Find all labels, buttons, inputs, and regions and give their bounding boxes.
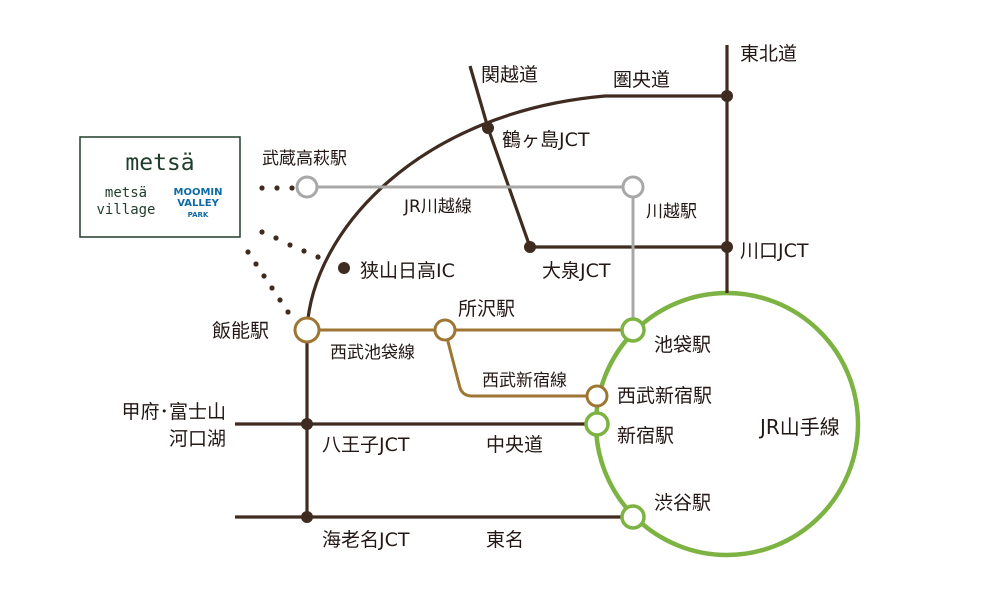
seibu-shinjuku-line-label: 西武新宿線 <box>482 371 567 391</box>
ikebukuro-station-marker <box>620 317 646 343</box>
kawagoe-station-marker <box>621 175 645 199</box>
moomin-text-3: PARK <box>188 211 209 219</box>
sayama-hidaka-ic-marker <box>338 262 350 274</box>
moomin-text-1: MOOMIN <box>174 187 223 198</box>
hachioji-jct-label: 八王子JCT <box>322 434 410 456</box>
kofu-fuji-label-2: 河口湖 <box>169 428 226 450</box>
chuo-label: 中央道 <box>486 434 543 456</box>
sayama-hidaka-ic-label: 狭山日高IC <box>360 260 455 282</box>
hachioji-jct-marker <box>301 418 313 430</box>
hanno-station-marker <box>293 316 321 344</box>
tokorozawa-station-label: 所沢駅 <box>458 298 515 320</box>
metsa-brand-text: metsä <box>125 150 194 176</box>
oizumi-jct-marker <box>524 241 536 253</box>
moomin-text-2: VALLEY <box>177 198 219 209</box>
ikebukuro-station-label: 池袋駅 <box>654 334 711 356</box>
metsa-village-text-2: village <box>96 202 155 218</box>
kofu-fuji-label-1: 甲府･富士山 <box>121 401 226 423</box>
kawaguchi-jct-marker <box>721 241 733 253</box>
musashi-takahagi-station-marker <box>295 175 319 199</box>
tokorozawa-station-marker <box>433 318 457 342</box>
kawagoe-station-label: 川越駅 <box>646 202 697 222</box>
oizumi-jct-label: 大泉JCT <box>542 260 611 282</box>
tomei-label: 東名 <box>486 529 524 551</box>
ken-o-tohoku-junction-marker <box>721 90 733 102</box>
jr-kawagoe-line-label: JR川越線 <box>403 197 472 217</box>
tsurugashima-jct-label: 鶴ヶ島JCT <box>502 129 590 151</box>
metsa-logo-box: metsä metsä village MOOMIN VALLEY PARK <box>79 136 241 238</box>
kawaguchi-jct-label: 川口JCT <box>740 240 809 262</box>
metsa-village-text-1: metsä <box>105 185 147 201</box>
seibu-shinjuku-station-label: 西武新宿駅 <box>617 385 712 407</box>
ken-o-expressway <box>305 94 727 522</box>
tsurugashima-jct-marker <box>482 122 494 134</box>
hanno-station-label: 飯能駅 <box>212 320 269 342</box>
ken-o-label: 圏央道 <box>613 69 670 91</box>
musashi-takahagi-station-label: 武蔵高萩駅 <box>262 149 347 169</box>
ebina-jct-label: 海老名JCT <box>322 529 410 551</box>
logo-frame <box>79 136 241 238</box>
tohoku-label: 東北道 <box>740 43 797 65</box>
seibu-shinjuku-line <box>443 329 597 398</box>
jr-yamanote-line-label: JR山手線 <box>758 415 840 439</box>
shinjuku-station-marker <box>584 411 610 437</box>
seibu-ikebukuro-line-label: 西武池袋線 <box>330 343 415 363</box>
shibuya-station-label: 渋谷駅 <box>654 492 711 514</box>
shinjuku-station-label: 新宿駅 <box>617 425 674 447</box>
ebina-jct-marker <box>301 511 313 523</box>
logo-pointer-dots <box>245 185 321 315</box>
seibu-shinjuku-station-marker <box>585 384 609 408</box>
shibuya-station-marker <box>620 504 646 530</box>
kan-etsu-label: 関越道 <box>481 64 538 86</box>
